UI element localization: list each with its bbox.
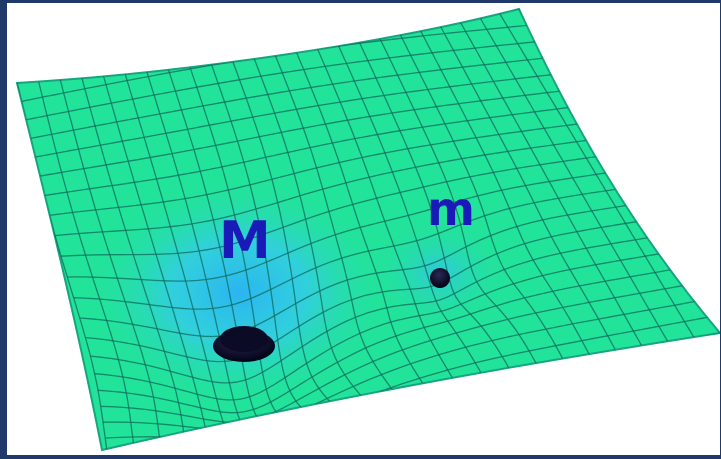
grid-line [39,89,570,177]
grid-line [60,154,610,257]
grid-line [90,235,660,384]
grid-line [94,251,670,401]
large-mass-ball-top [220,326,268,352]
grid-line [34,73,560,158]
grid-line [29,56,550,140]
grid-line [73,186,630,310]
grid-line [49,121,590,217]
large-mass-label: M [219,211,271,271]
grid-line [25,40,540,121]
grid-line [79,202,640,338]
small-mass-ball [430,268,450,288]
grid-line [44,105,580,197]
sheet-grid [17,9,720,450]
spacetime-curvature-diagram: M m [15,7,720,452]
grid-line [85,218,650,363]
grid-line [54,137,600,237]
small-mass-label: m [427,182,475,236]
grid-line [100,283,690,423]
grid-line [97,267,680,414]
grid-line [67,170,620,282]
